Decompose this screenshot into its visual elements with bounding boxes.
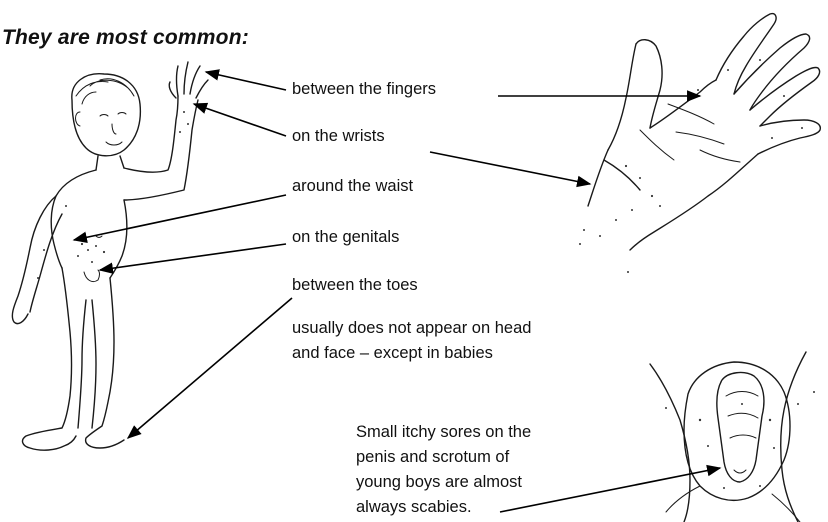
note-head-line-1: usually does not appear on head <box>292 316 592 341</box>
page-title: They are most common: <box>2 26 249 50</box>
arrow-genitals <box>100 244 286 270</box>
genitals-drawing <box>650 352 815 522</box>
label-between-fingers: between the fingers <box>292 80 436 99</box>
arrow-waist <box>74 195 286 240</box>
hand-drawing <box>579 14 820 273</box>
note-head-face: usually does not appear on head and face… <box>292 316 592 366</box>
label-around-waist: around the waist <box>292 177 413 196</box>
label-on-genitals: on the genitals <box>292 228 399 247</box>
note-boys-line-3: young boys are almost <box>356 470 606 495</box>
note-boys-line-2: penis and scrotum of <box>356 445 606 470</box>
label-between-toes: between the toes <box>292 276 418 295</box>
arrow-toes <box>128 298 292 438</box>
arrow-wrists-child <box>194 104 286 136</box>
child-figure-drawing <box>12 62 208 450</box>
label-on-wrists: on the wrists <box>292 127 385 146</box>
note-young-boys: Small itchy sores on the penis and scrot… <box>356 420 606 520</box>
arrow-fingers-child <box>206 72 286 90</box>
note-head-line-2: and face – except in babies <box>292 341 592 366</box>
note-boys-line-4: always scabies. <box>356 495 606 520</box>
note-boys-line-1: Small itchy sores on the <box>356 420 606 445</box>
arrow-wrists-hand <box>430 152 590 184</box>
